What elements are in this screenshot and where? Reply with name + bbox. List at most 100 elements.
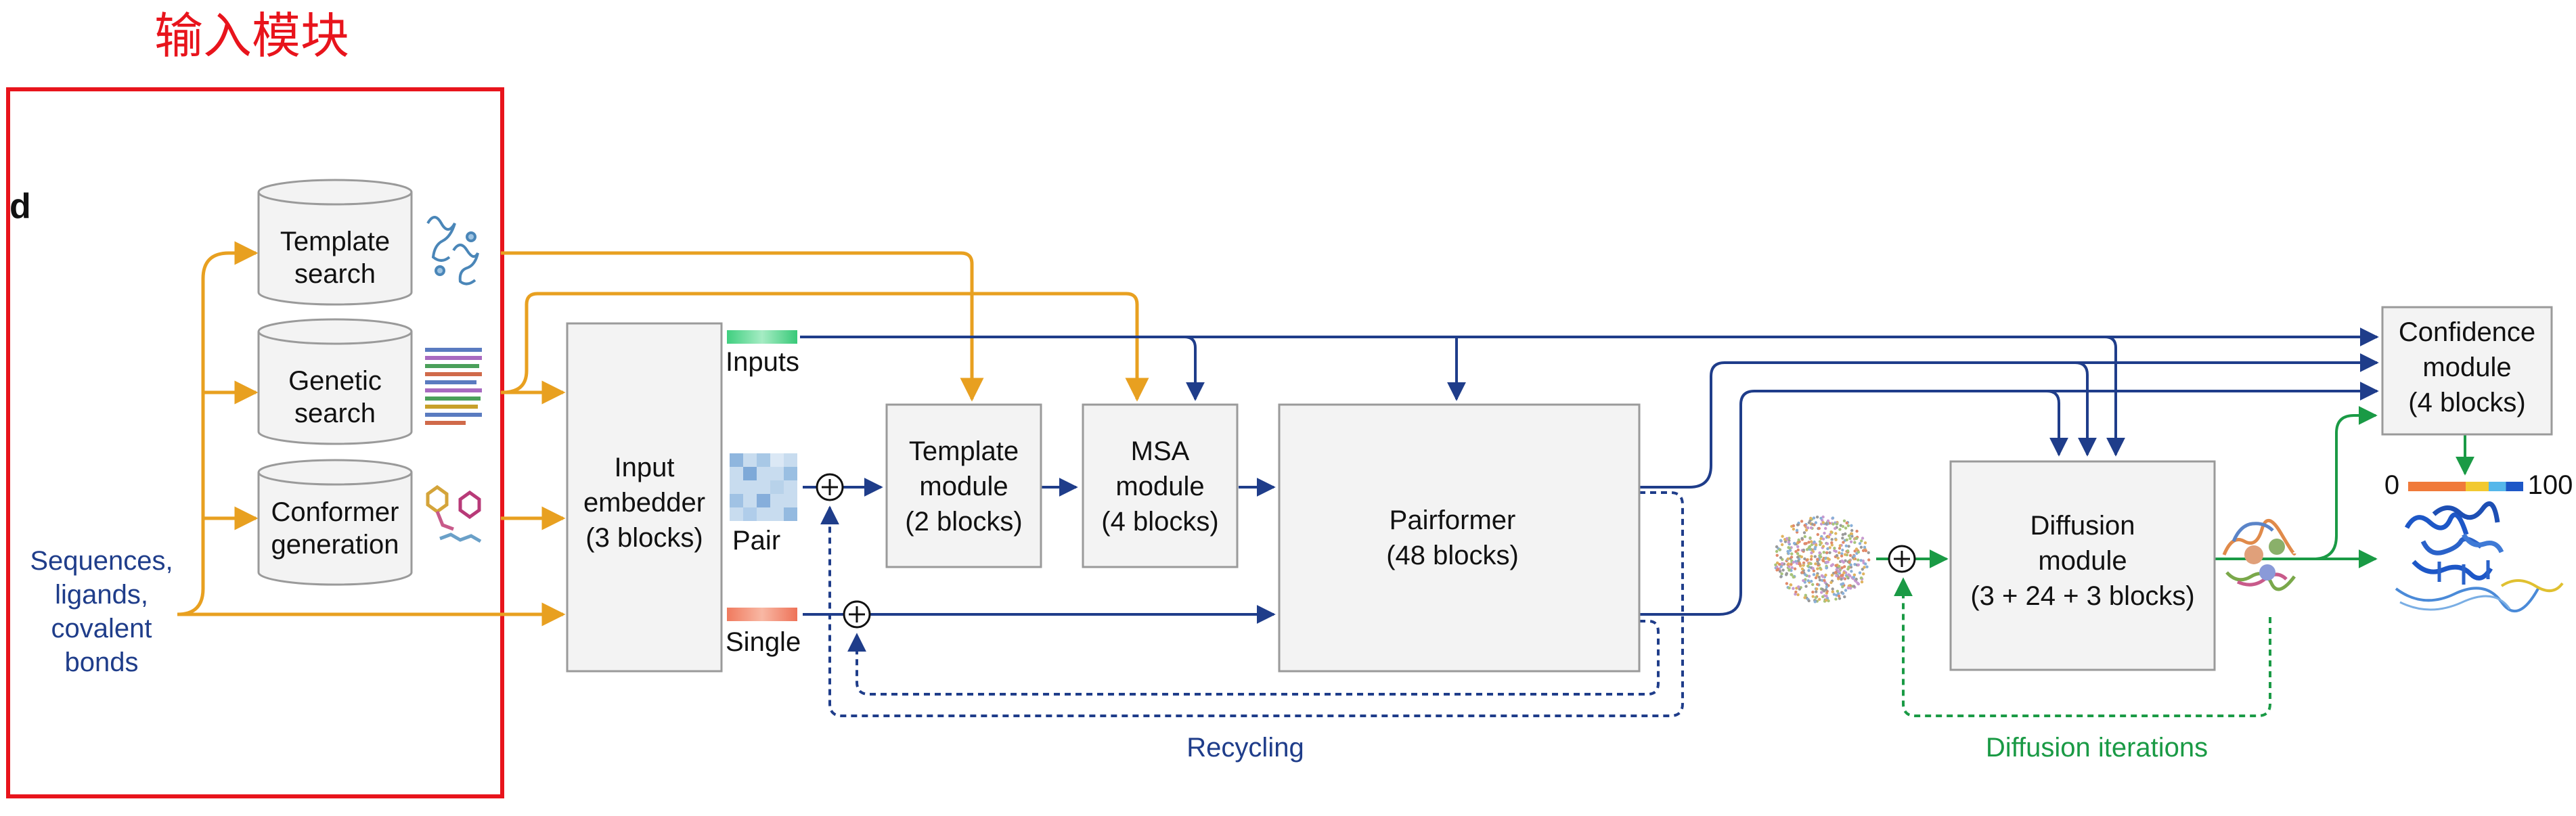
noise-dot: [1807, 599, 1811, 603]
diffusion-module-label-1: Diffusion: [2030, 511, 2135, 541]
noise-dot: [1809, 562, 1813, 566]
noise-dot: [1787, 586, 1791, 590]
noise-dot: [1780, 562, 1784, 566]
noise-dot: [1824, 588, 1828, 591]
noise-dot: [1849, 540, 1853, 543]
noise-dot: [1841, 548, 1844, 552]
input-embedder-label-2: embedder: [583, 488, 705, 518]
noise-dot: [1829, 564, 1834, 568]
noise-dot: [1842, 541, 1845, 544]
noise-dot: [1806, 526, 1810, 530]
noise-dot: [1842, 571, 1846, 574]
noise-dot: [1813, 547, 1817, 551]
noise-dot: [1857, 550, 1861, 554]
noise-dot: [1825, 551, 1829, 554]
noise-dot: [1867, 551, 1870, 554]
noise-dot: [1775, 549, 1779, 553]
template-module-label-1: Template: [909, 436, 1019, 466]
noise-dot: [1797, 538, 1800, 542]
noise-dot: [1807, 574, 1811, 578]
noise-dot: [1814, 521, 1818, 524]
noise-dot: [1804, 585, 1808, 588]
noise-dot: [1811, 590, 1815, 594]
noise-dot: [1796, 545, 1800, 549]
noise-dot: [1821, 595, 1825, 599]
noise-dot: [1819, 555, 1823, 559]
noise-dot: [1792, 575, 1795, 579]
noise-dot: [1855, 537, 1859, 540]
noise-dot: [1841, 585, 1844, 589]
noise-dot: [1844, 544, 1848, 547]
noise-dot: [1840, 577, 1843, 581]
orange-input-arrows: [177, 241, 1149, 627]
noise-dot: [1779, 575, 1783, 579]
noise-dot: [1849, 587, 1852, 590]
conformer-label-2: generation: [271, 530, 399, 560]
noise-dot: [1865, 565, 1869, 568]
conformer-generation-db: Conformer generation: [257, 459, 413, 586]
genetic-search-label-2: search: [294, 399, 376, 428]
noise-dot: [1855, 547, 1859, 551]
noise-dot: [1815, 590, 1818, 593]
noise-dot: [1793, 567, 1797, 570]
recycling-label: Recycling: [1186, 733, 1304, 763]
noise-dot: [1816, 532, 1819, 537]
noise-dot: [1864, 562, 1867, 566]
noise-dot: [1787, 541, 1790, 544]
noise-dot: [1796, 552, 1800, 556]
noise-dot: [1864, 549, 1867, 553]
noise-dot: [1790, 552, 1794, 556]
noise-dot: [1798, 587, 1802, 591]
recycling-loop: [820, 491, 1684, 717]
noise-dot: [1838, 597, 1842, 600]
noise-dot: [1803, 557, 1806, 561]
template-search-label-1: Template: [280, 227, 390, 256]
noise-dot: [1812, 569, 1816, 572]
noise-dot: [1781, 568, 1785, 572]
noise-dot: [1824, 526, 1827, 530]
noise-dot: [1781, 535, 1784, 538]
noise-dot: [1800, 520, 1804, 523]
noise-dot: [1813, 555, 1817, 558]
noise-dot: [1834, 526, 1837, 530]
noise-dot: [1774, 563, 1777, 566]
noise-dot: [1792, 541, 1796, 545]
noise-dot: [1825, 560, 1829, 564]
noise-dot: [1807, 569, 1811, 572]
noise-dot: [1850, 570, 1853, 573]
noise-dot: [1847, 565, 1850, 569]
confidence-module-label-2: module: [2422, 353, 2511, 382]
noise-dot: [1863, 566, 1866, 569]
msa-module-label-3: (4 blocks): [1101, 507, 1218, 537]
input-embedder-box: Input embedder (3 blocks): [566, 322, 723, 673]
single-sum-node: [843, 600, 871, 629]
noise-dot: [1815, 543, 1818, 547]
noise-dot: [1819, 543, 1822, 547]
noise-dot: [1850, 528, 1854, 532]
noise-dot: [1819, 566, 1822, 570]
noise-dot: [1814, 562, 1817, 566]
noise-dot: [1805, 558, 1808, 562]
noise-dot: [1858, 571, 1862, 574]
noise-dot: [1813, 600, 1817, 604]
template-search-label-2: search: [294, 259, 376, 289]
noise-dot: [1807, 541, 1811, 544]
sequences-line-3: covalent: [51, 614, 152, 643]
noise-dot: [1841, 582, 1845, 585]
diffusion-output-structure-icon: [2222, 519, 2296, 591]
noise-dot: [1804, 542, 1808, 545]
noise-dot: [1857, 558, 1860, 562]
genetic-search-label-1: Genetic: [288, 366, 382, 396]
noise-dot: [1797, 585, 1800, 589]
noise-dot: [1838, 544, 1842, 547]
noise-dot: [1818, 579, 1822, 582]
inputs-representation-bar: [727, 330, 797, 344]
noise-dot: [1838, 551, 1841, 555]
noise-dot: [1848, 537, 1852, 541]
noise-dot: [1800, 567, 1804, 570]
noise-dot: [1846, 524, 1850, 528]
noise-dot: [1790, 573, 1794, 576]
noise-dot: [1841, 524, 1845, 528]
sequences-line-4: bonds: [65, 648, 139, 677]
